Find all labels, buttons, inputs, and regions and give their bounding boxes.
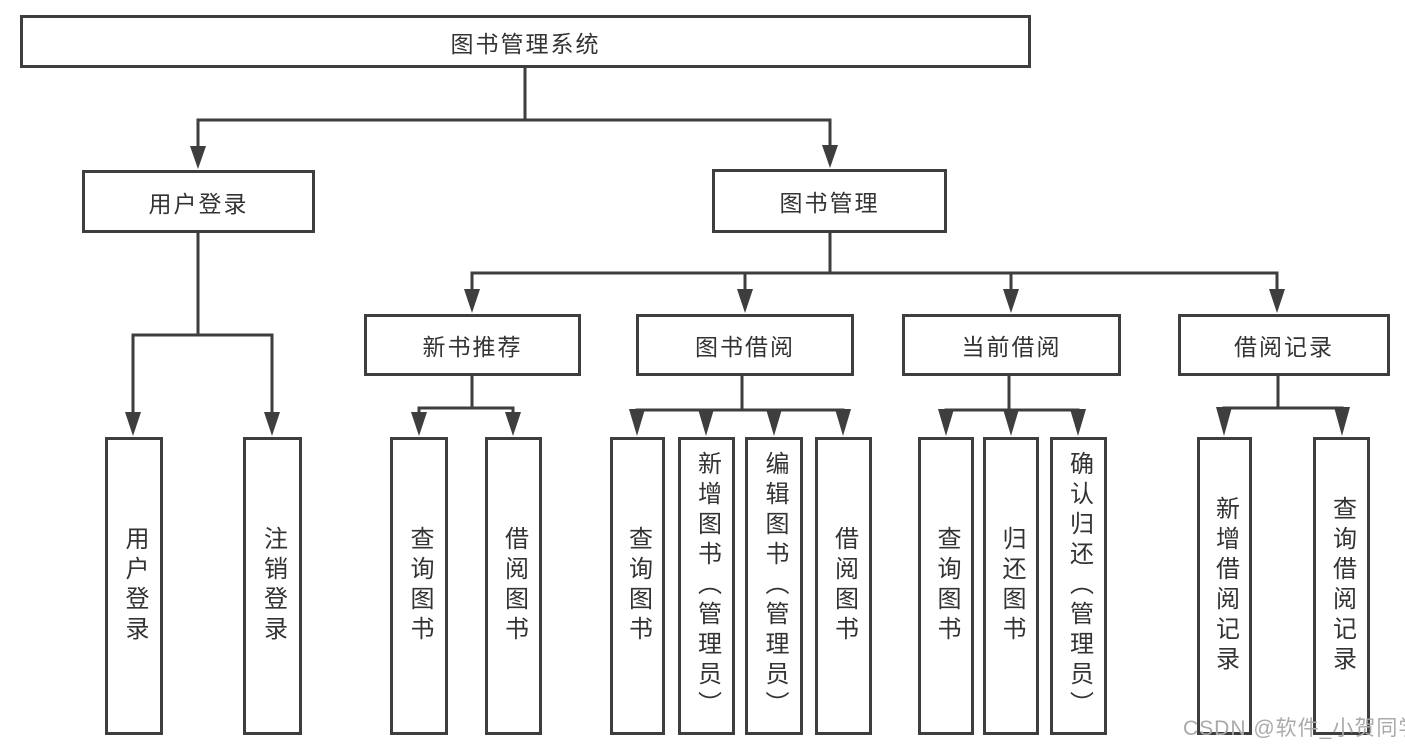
node-leaf-return-book: 归还图书 xyxy=(983,437,1039,735)
node-leaf-borrow-book-1: 借阅图书 xyxy=(485,437,542,735)
connector-borrow-record-children xyxy=(1216,375,1350,436)
arrowhead-icon xyxy=(411,412,427,436)
connector-current-borrow-children xyxy=(938,375,1086,436)
arrowhead-icon xyxy=(190,146,206,169)
arrowhead-icon xyxy=(1003,409,1019,436)
node-root-system: 图书管理系统 xyxy=(20,15,1031,68)
node-leaf-borrow-book-2: 借阅图书 xyxy=(815,437,872,735)
node-new-book-recommend: 新书推荐 xyxy=(364,314,581,376)
node-leaf-add-book-admin: 新增图书（管理员） xyxy=(678,437,735,735)
node-current-borrow: 当前借阅 xyxy=(902,314,1121,376)
csdn-watermark: CSDN @软件_小贺同学 xyxy=(1183,717,1405,740)
node-book-borrow: 图书借阅 xyxy=(636,314,854,376)
node-leaf-user-login: 用户登录 xyxy=(105,437,163,735)
arrowhead-icon xyxy=(629,409,645,436)
arrowhead-icon xyxy=(1216,407,1232,436)
node-leaf-query-book-3: 查询图书 xyxy=(918,437,974,735)
arrowhead-icon xyxy=(1070,409,1086,436)
arrowhead-icon xyxy=(938,409,954,436)
connector-book-borrow-children xyxy=(629,376,851,436)
node-leaf-confirm-return-admin: 确认归还（管理员） xyxy=(1050,437,1107,735)
node-borrow-record: 借阅记录 xyxy=(1178,314,1390,376)
node-leaf-logout: 注销登录 xyxy=(243,437,302,735)
node-leaf-add-borrow-record: 新增借阅记录 xyxy=(1197,437,1252,735)
arrowhead-icon xyxy=(698,409,714,436)
node-leaf-query-book-2: 查询图书 xyxy=(610,437,665,735)
arrowhead-icon xyxy=(1269,289,1285,313)
arrowhead-icon xyxy=(1334,407,1350,436)
connector-new-book-children xyxy=(411,376,521,436)
arrowhead-icon xyxy=(125,412,141,436)
connector-root-to-level2 xyxy=(190,68,838,169)
connector-book-management-children xyxy=(464,233,1285,313)
arrowhead-icon xyxy=(737,289,753,313)
arrowhead-icon xyxy=(835,409,851,436)
node-book-management: 图书管理 xyxy=(712,169,947,233)
arrowhead-icon xyxy=(464,289,480,313)
arrowhead-icon xyxy=(822,145,838,168)
arrowhead-icon xyxy=(505,412,521,436)
connector-user-login-children xyxy=(125,233,280,436)
node-leaf-query-book-1: 查询图书 xyxy=(390,437,448,735)
arrowhead-icon xyxy=(1003,289,1019,313)
node-leaf-edit-book-admin: 编辑图书（管理员） xyxy=(745,437,803,735)
node-leaf-query-borrow-record: 查询借阅记录 xyxy=(1313,437,1370,735)
arrowhead-icon xyxy=(766,409,782,436)
node-user-login: 用户登录 xyxy=(82,170,315,233)
arrowhead-icon xyxy=(264,412,280,436)
